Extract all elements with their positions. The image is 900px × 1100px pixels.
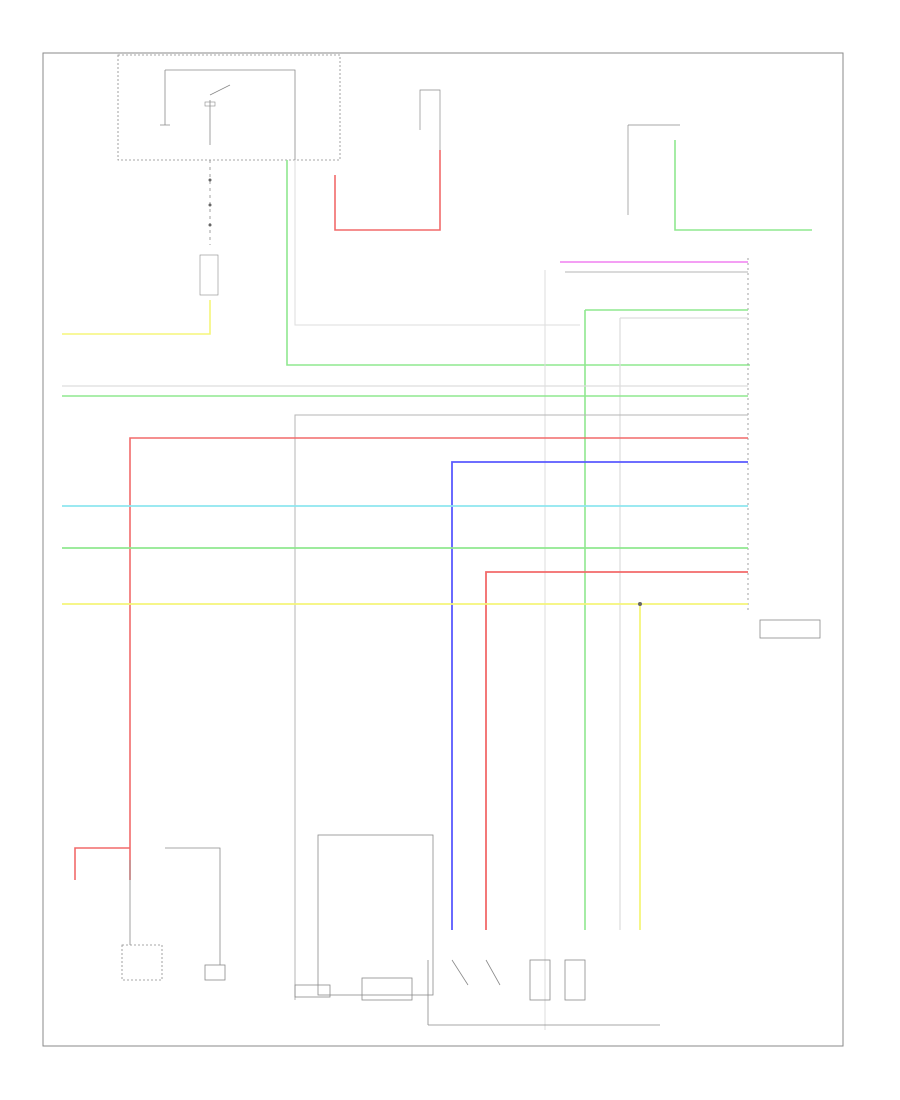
connector-box	[317, 834, 434, 996]
ground-connector	[204, 964, 226, 981]
gray-vertical-wire	[294, 414, 748, 1000]
relay-block-outline	[117, 54, 341, 161]
yellow-feed-wire	[62, 300, 211, 335]
ground-connector-2	[361, 977, 413, 1001]
blue-wire	[451, 461, 748, 930]
switch-wiring	[129, 847, 221, 965]
green-relay-wire	[286, 160, 750, 366]
red-lower-wire	[485, 571, 748, 930]
bottom-middle-components	[294, 834, 434, 1001]
red-horizontal-wire	[129, 437, 748, 880]
relay-symbol	[160, 69, 296, 160]
bottom-left-components	[121, 847, 226, 981]
connector-pin	[208, 178, 212, 182]
joint-connector-bottom	[294, 984, 331, 998]
sensor-symbol	[627, 124, 680, 215]
green-sensor-wire	[674, 140, 812, 231]
fuse-column	[199, 160, 219, 296]
switch-terminal	[529, 959, 551, 1001]
red-stub-wire	[74, 847, 130, 880]
white-relay-wire	[294, 160, 580, 326]
relay-coil	[204, 101, 216, 107]
connector-pin	[208, 203, 212, 207]
splice-point	[638, 602, 642, 606]
red-top-wire	[334, 150, 441, 231]
switch-box	[121, 944, 163, 981]
bottom-right-switch	[427, 959, 660, 1026]
control-unit-label-box	[759, 619, 821, 639]
switch-contacts	[427, 959, 660, 1026]
white-vertical-wire-2	[619, 317, 748, 930]
top-relay-block	[117, 54, 341, 161]
fuse-box-link	[419, 89, 441, 150]
switch-terminal-2	[564, 959, 586, 1001]
connector-pin	[208, 223, 212, 227]
joint-connector	[199, 254, 219, 296]
diagram-frame	[42, 52, 844, 1047]
green-vertical-wire	[584, 309, 748, 930]
